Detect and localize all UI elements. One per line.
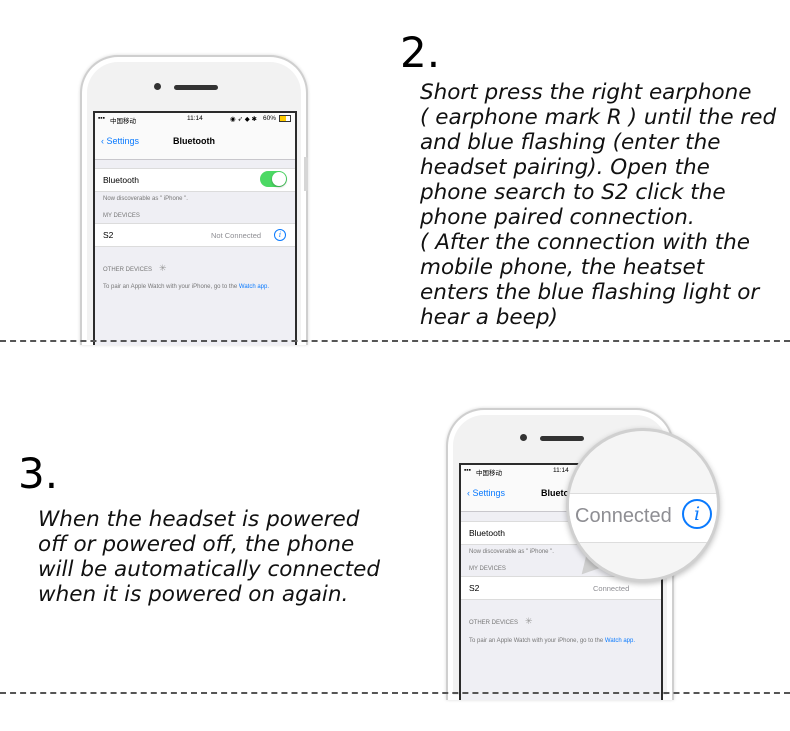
device-name: S2 bbox=[103, 230, 114, 240]
bluetooth-label: Bluetooth bbox=[103, 175, 139, 185]
discoverable-note: Now discoverable as " iPhone ". bbox=[103, 196, 188, 202]
magnified-info-icon: i bbox=[682, 499, 712, 529]
my-devices-header: MY DEVICES bbox=[469, 566, 506, 572]
carrier-name: 中国移动 bbox=[110, 118, 136, 125]
other-devices-header: OTHER DEVICES bbox=[469, 620, 519, 626]
front-camera bbox=[520, 434, 527, 441]
spinner-icon: ✳ bbox=[525, 616, 533, 626]
watch-note: To pair an Apple Watch with your iPhone,… bbox=[103, 284, 270, 290]
signal-icon: ▪▪▪ bbox=[464, 467, 471, 474]
phone-mockup-1: ▪▪▪ 中国移动 11:14 ◉ ➶ ◆ ✱ 60% ‹ Settings Bl… bbox=[80, 55, 308, 345]
watch-app-link[interactable]: Watch app. bbox=[238, 284, 270, 290]
spinner-icon: ✳ bbox=[159, 263, 167, 273]
device-status: Connected bbox=[593, 584, 630, 593]
watch-note: To pair an Apple Watch with your iPhone,… bbox=[469, 638, 636, 644]
bluetooth-toggle[interactable] bbox=[260, 171, 287, 187]
device-status: Not Connected bbox=[211, 231, 262, 240]
info-icon[interactable]: i bbox=[274, 229, 286, 241]
clock: 11:14 bbox=[553, 467, 569, 474]
nav-title: Bluetooth bbox=[541, 488, 583, 498]
back-button[interactable]: ‹ Settings bbox=[467, 488, 505, 498]
back-label: Settings bbox=[106, 136, 140, 146]
status-icons: ◉ ➶ ◆ ✱ bbox=[230, 116, 257, 123]
discoverable-note: Now discoverable as " iPhone ". bbox=[469, 549, 554, 555]
status-bar: ▪▪▪ 中国移动 11:14 ◉ ➶ ◆ ✱ 60% bbox=[95, 113, 295, 125]
back-chevron-icon: ‹ bbox=[101, 136, 104, 146]
my-devices-header: MY DEVICES bbox=[103, 213, 140, 219]
other-devices-header: OTHER DEVICES bbox=[103, 267, 153, 273]
magnified-status: Connected bbox=[575, 505, 672, 527]
battery-percent: 60% bbox=[263, 115, 277, 122]
bluetooth-label: Bluetooth bbox=[469, 528, 505, 538]
device-name: S2 bbox=[469, 583, 480, 593]
device-row-s2[interactable]: S2 Not Connected i bbox=[95, 223, 295, 247]
back-chevron-icon: ‹ bbox=[467, 488, 470, 498]
clock: 11:14 bbox=[187, 115, 203, 122]
step-2-number: 2. bbox=[400, 28, 441, 77]
front-camera bbox=[154, 83, 161, 90]
earpiece-speaker bbox=[174, 85, 218, 90]
watch-app-link[interactable]: Watch app. bbox=[604, 638, 636, 644]
carrier-name: 中国移动 bbox=[476, 470, 502, 477]
step-2-instructions: Short press the right earphone ( earphon… bbox=[420, 80, 777, 330]
divider-bottom bbox=[0, 692, 790, 694]
magnifier-bubble: Connected i bbox=[566, 428, 720, 582]
battery-icon bbox=[279, 115, 291, 122]
back-label: Settings bbox=[472, 488, 506, 498]
side-button bbox=[304, 157, 308, 191]
signal-icon: ▪▪▪ bbox=[98, 115, 105, 122]
step-3-instructions: When the headset is powered off or power… bbox=[38, 507, 381, 607]
divider-top bbox=[0, 340, 790, 342]
nav-title: Bluetooth bbox=[173, 136, 215, 146]
earpiece-speaker bbox=[540, 436, 584, 441]
device-row-s2[interactable]: S2 Connected bbox=[461, 576, 661, 600]
back-button[interactable]: ‹ Settings bbox=[101, 136, 139, 146]
phone-1-screen: ▪▪▪ 中国移动 11:14 ◉ ➶ ◆ ✱ 60% ‹ Settings Bl… bbox=[93, 111, 297, 345]
nav-bar: ‹ Settings Bluetooth bbox=[95, 125, 295, 160]
bluetooth-row: Bluetooth bbox=[95, 168, 295, 192]
step-3-number: 3. bbox=[18, 449, 59, 498]
